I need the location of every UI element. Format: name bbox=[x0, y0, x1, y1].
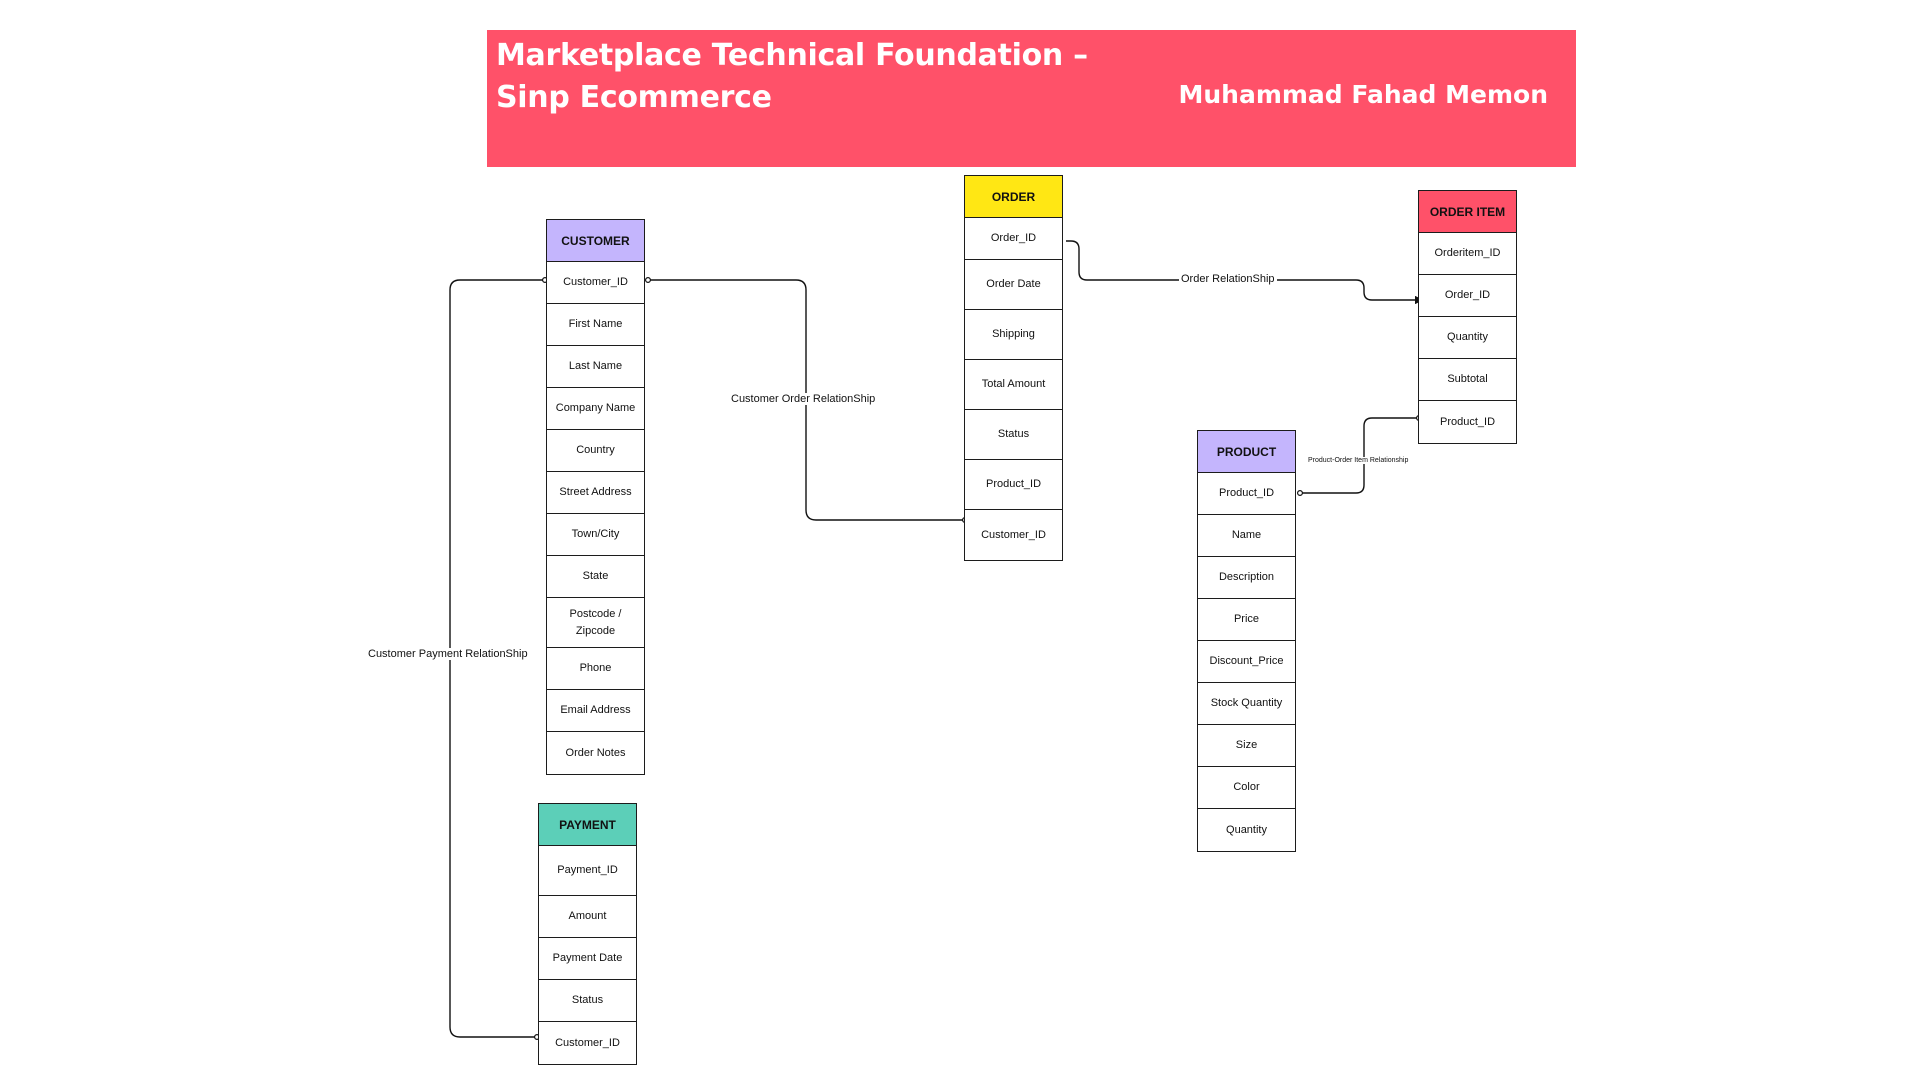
order-item-field-orderitem-id: Orderitem_ID bbox=[1419, 233, 1516, 275]
customer-field-postcode-zipcode: Postcode / Zipcode bbox=[547, 598, 644, 648]
product-field-quantity: Quantity bbox=[1226, 823, 1267, 836]
connector-product-orderitem bbox=[1300, 417, 1419, 494]
payment-field-payment-id: Payment_ID bbox=[539, 846, 636, 896]
order-field-shipping: Shipping bbox=[965, 310, 1062, 360]
payment-field-customer-id: Customer_ID bbox=[555, 1036, 620, 1049]
order-field-order-id: Order_ID bbox=[965, 218, 1062, 260]
customer-field-town-city: Town/City bbox=[547, 514, 644, 556]
customer-field-street-address: Street Address bbox=[547, 472, 644, 514]
product-table-header: PRODUCT bbox=[1198, 431, 1295, 473]
payment-field-payment-date: Payment Date bbox=[539, 938, 636, 980]
order-field-customer-id: Customer_ID bbox=[981, 528, 1046, 541]
customer-field-first-name: First Name bbox=[547, 304, 644, 346]
order-item-field-subtotal: Subtotal bbox=[1419, 359, 1516, 401]
product-field-name: Name bbox=[1198, 515, 1295, 557]
payment-table-header: PAYMENT bbox=[539, 804, 636, 846]
customer-field-email-address: Email Address bbox=[547, 690, 644, 732]
author-name: Muhammad Fahad Memon bbox=[1178, 80, 1548, 109]
order-item-field-product-id: Product_ID bbox=[1439, 415, 1496, 428]
product-field-product-id: Product_ID bbox=[1198, 473, 1295, 515]
diagram-title: Marketplace Technical Foundation – Sinp … bbox=[496, 38, 1088, 115]
order-table-header: ORDER bbox=[965, 176, 1062, 218]
customer-field-state: State bbox=[547, 556, 644, 598]
customer-field-country: Country bbox=[547, 430, 644, 472]
payment-field-amount: Amount bbox=[539, 896, 636, 938]
product-field-size: Size bbox=[1198, 725, 1295, 767]
customer-table-header: CUSTOMER bbox=[547, 220, 644, 262]
connector-endpoint bbox=[1296, 490, 1303, 497]
product-field-description: Description bbox=[1198, 557, 1295, 599]
product-field-color: Color bbox=[1198, 767, 1295, 809]
relationship-label-customer-payment: Customer Payment RelationShip bbox=[366, 648, 530, 660]
product-field-discount-price: Discount_Price bbox=[1198, 641, 1295, 683]
order-field-product-id: Product_ID bbox=[965, 460, 1062, 510]
title-banner: Marketplace Technical Foundation – Sinp … bbox=[487, 30, 1576, 167]
order-field-total-amount: Total Amount bbox=[965, 360, 1062, 410]
payment-field-status: Status bbox=[539, 980, 636, 1022]
order-item-field-quantity: Quantity bbox=[1419, 317, 1516, 359]
customer-field-last-name: Last Name bbox=[547, 346, 644, 388]
customer-field-customer-id: Customer_ID bbox=[547, 262, 644, 304]
relationship-label-order-orderitem: Order RelationShip bbox=[1179, 273, 1277, 285]
relationship-label-product-orderitem: Product-Order Item Relationship bbox=[1306, 457, 1411, 464]
order-item-table-header: ORDER ITEM bbox=[1419, 191, 1516, 233]
customer-field-company-name: Company Name bbox=[547, 388, 644, 430]
order-field-status: Status bbox=[965, 410, 1062, 460]
product-field-stock-quantity: Stock Quantity bbox=[1198, 683, 1295, 725]
order-field-order-date: Order Date bbox=[965, 260, 1062, 310]
connector-order-orderitem bbox=[1066, 240, 1424, 305]
connector-endpoint bbox=[644, 277, 651, 284]
product-field-price: Price bbox=[1198, 599, 1295, 641]
order-item-field-order-id: Order_ID bbox=[1419, 275, 1516, 317]
customer-field-phone: Phone bbox=[547, 648, 644, 690]
customer-field-order-notes: Order Notes bbox=[565, 746, 626, 759]
relationship-label-customer-order: Customer Order RelationShip bbox=[729, 393, 878, 405]
